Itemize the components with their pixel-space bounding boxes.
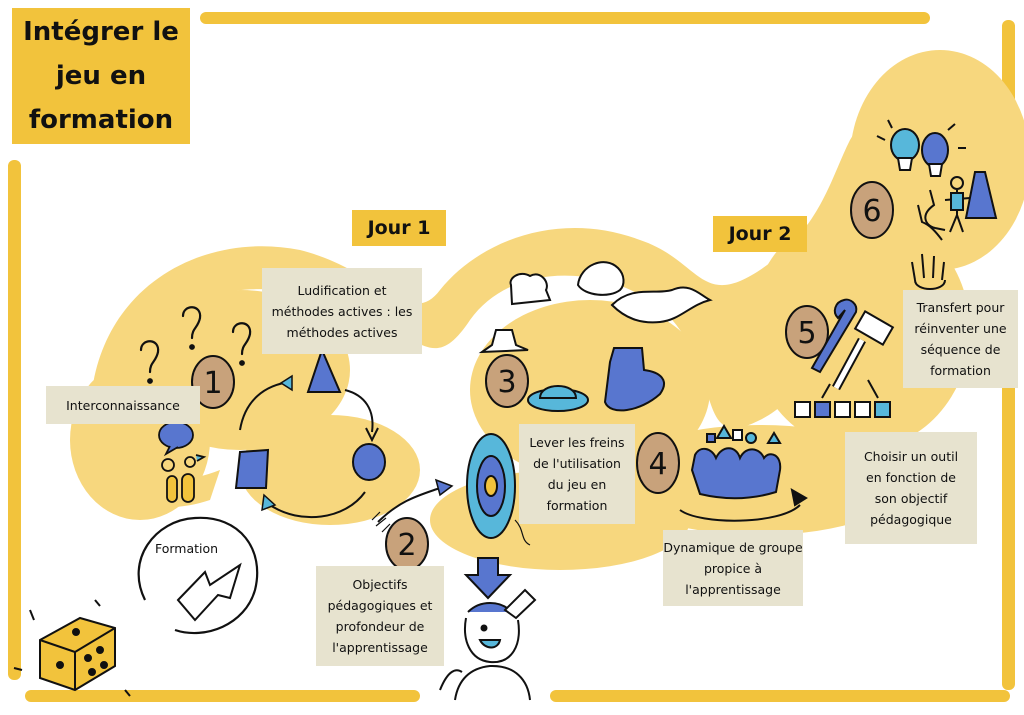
people-icon	[158, 421, 207, 503]
frame	[8, 12, 1015, 702]
hats-icon	[478, 261, 713, 412]
step-5-line-1: Choisir un outil	[863, 449, 959, 464]
step-5-note: Choisir un outil en fonction de son obje…	[845, 432, 977, 544]
step-1-number: 1	[203, 366, 222, 401]
title-box: Intégrer le jeu en formation	[12, 8, 190, 144]
lightbulbs-icon	[876, 119, 966, 177]
day-2-label: Jour 2	[728, 223, 792, 245]
step-3-line-2: de l'utilisation	[533, 456, 621, 471]
group-icon	[679, 424, 808, 522]
step-1-note: Ludification et méthodes actives : les m…	[262, 268, 422, 354]
day-2-tag: Jour 2	[713, 216, 807, 252]
cycle-icon	[234, 347, 386, 518]
step-2-line-1: Objectifs	[352, 577, 408, 592]
step-4-number: 4	[648, 447, 667, 482]
tools-icon	[794, 298, 895, 418]
step-3-number: 3	[497, 365, 516, 400]
step-3-line-4: formation	[546, 498, 608, 513]
interconnaissance-note: Interconnaissance	[46, 386, 200, 424]
dice-icon	[13, 599, 131, 697]
step-2-line-3: profondeur de	[335, 619, 425, 634]
step-4-badge	[636, 432, 680, 494]
presenter-icon	[917, 171, 998, 241]
day-1-tag: Jour 1	[352, 210, 446, 246]
step-5-line-4: pédagogique	[870, 512, 952, 527]
title-line-1: Intégrer le	[23, 17, 179, 47]
step-6-line-3: séquence de	[920, 342, 1001, 357]
formation-cycle	[137, 516, 259, 635]
step-4-line-1: Dynamique de groupe	[663, 539, 803, 555]
day-1-label: Jour 1	[367, 217, 431, 239]
step-1-line-3: méthodes actives	[286, 324, 398, 340]
step-3-line-1: Lever les freins	[529, 435, 625, 450]
step-5-line-3: son objectif	[874, 491, 948, 506]
step-4-line-3: l'apprentissage	[685, 581, 781, 597]
step-1-line-2: méthodes actives : les	[271, 303, 413, 319]
step-2-line-4: l'apprentissage	[332, 640, 428, 655]
step-1-badge	[191, 355, 235, 409]
arrow-icon	[371, 478, 454, 533]
step-3-badge	[485, 354, 529, 408]
step-3-note: Lever les freins de l'utilisation du jeu…	[519, 424, 635, 524]
interconnaissance-label: Interconnaissance	[66, 397, 180, 413]
step-6-badge	[850, 181, 894, 239]
target-icon	[466, 433, 531, 546]
step-6-note: Transfert pour réinventer une séquence d…	[903, 290, 1018, 388]
formation-label: Formation	[155, 541, 219, 556]
down-arrow-icon	[463, 557, 513, 600]
step-4-line-2: propice à	[703, 560, 763, 576]
step-5-line-2: en fonction de	[866, 470, 956, 485]
step-6-line-2: réinventer une	[914, 321, 1007, 336]
step-2-line-2: pédagogiques et	[327, 598, 433, 613]
step-2-number: 2	[397, 528, 416, 563]
step-5-badge	[785, 305, 829, 359]
step-1-line-1: Ludification et	[297, 282, 387, 298]
step-6-line-1: Transfert pour	[916, 300, 1005, 315]
step-3-line-3: du jeu en	[547, 477, 607, 492]
learner-icon	[439, 588, 537, 701]
step-6-number: 6	[862, 194, 881, 229]
hand-icon	[911, 253, 946, 290]
question-marks	[139, 306, 252, 384]
title-line-2: jeu en	[55, 61, 147, 91]
step-4-note: Dynamique de groupe propice à l'apprenti…	[663, 530, 803, 606]
title-line-3: formation	[28, 105, 174, 135]
step-2-note: Objectifs pédagogiques et profondeur de …	[316, 566, 444, 666]
step-6-line-4: formation	[930, 363, 991, 378]
step-5-number: 5	[797, 316, 816, 351]
